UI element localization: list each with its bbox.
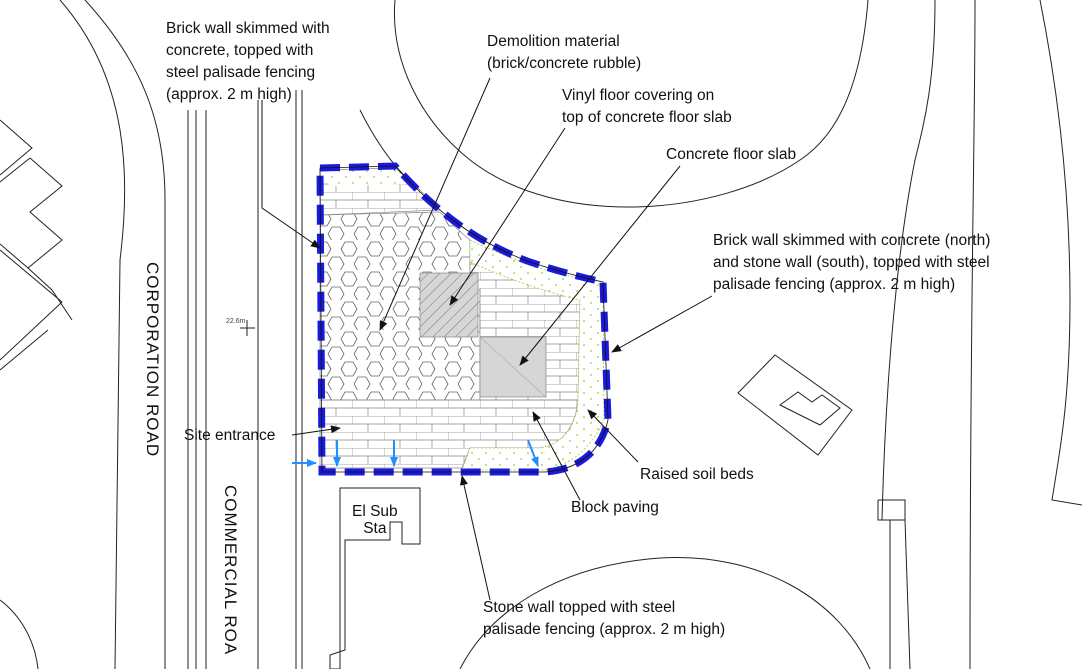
site-fills (319, 167, 605, 471)
vinyl-floor-area (419, 272, 479, 338)
label-brick-wall-east: Brick wall skimmed with concrete (north)… (713, 232, 991, 293)
label-stone-wall-south: Stone wall topped with steel palisade fe… (483, 599, 726, 638)
leader-brick-wall-west (261, 100, 321, 249)
spot-height-label: 22.6m (226, 318, 246, 325)
leader-demolition (379, 77, 491, 331)
leader-vinyl (449, 127, 566, 306)
label-brick-wall-west: Brick wall skimmed with concrete, topped… (166, 20, 330, 103)
label-block-paving: Block paving (571, 499, 659, 516)
label-concrete-floor-slab: Concrete floor slab (666, 146, 797, 163)
leader-stone-wall (460, 475, 491, 601)
entrance-arrow-4 (527, 439, 539, 467)
leader-lines (261, 77, 713, 601)
raised-soil-north (320, 168, 410, 186)
label-site-entrance: Site entrance (184, 427, 276, 444)
leader-concrete-slab (519, 165, 681, 366)
label-demolition-material: Demolition material (brick/concrete rubb… (487, 33, 642, 72)
road-label-commercial: COMMERCIAL ROA (221, 485, 240, 656)
road-label-corporation: CORPORATION ROAD (143, 262, 162, 458)
label-vinyl-floor: Vinyl floor covering on top of concrete … (562, 87, 732, 126)
leader-site-entrance (291, 425, 341, 436)
leader-raised-soil (587, 409, 639, 463)
label-raised-soil-beds: Raised soil beds (640, 466, 754, 483)
leader-block-paving (532, 411, 581, 501)
leader-brick-wall-east (611, 295, 713, 353)
entrance-arrows (292, 439, 539, 467)
label-el-sub-sta: El Sub Sta (352, 503, 398, 537)
